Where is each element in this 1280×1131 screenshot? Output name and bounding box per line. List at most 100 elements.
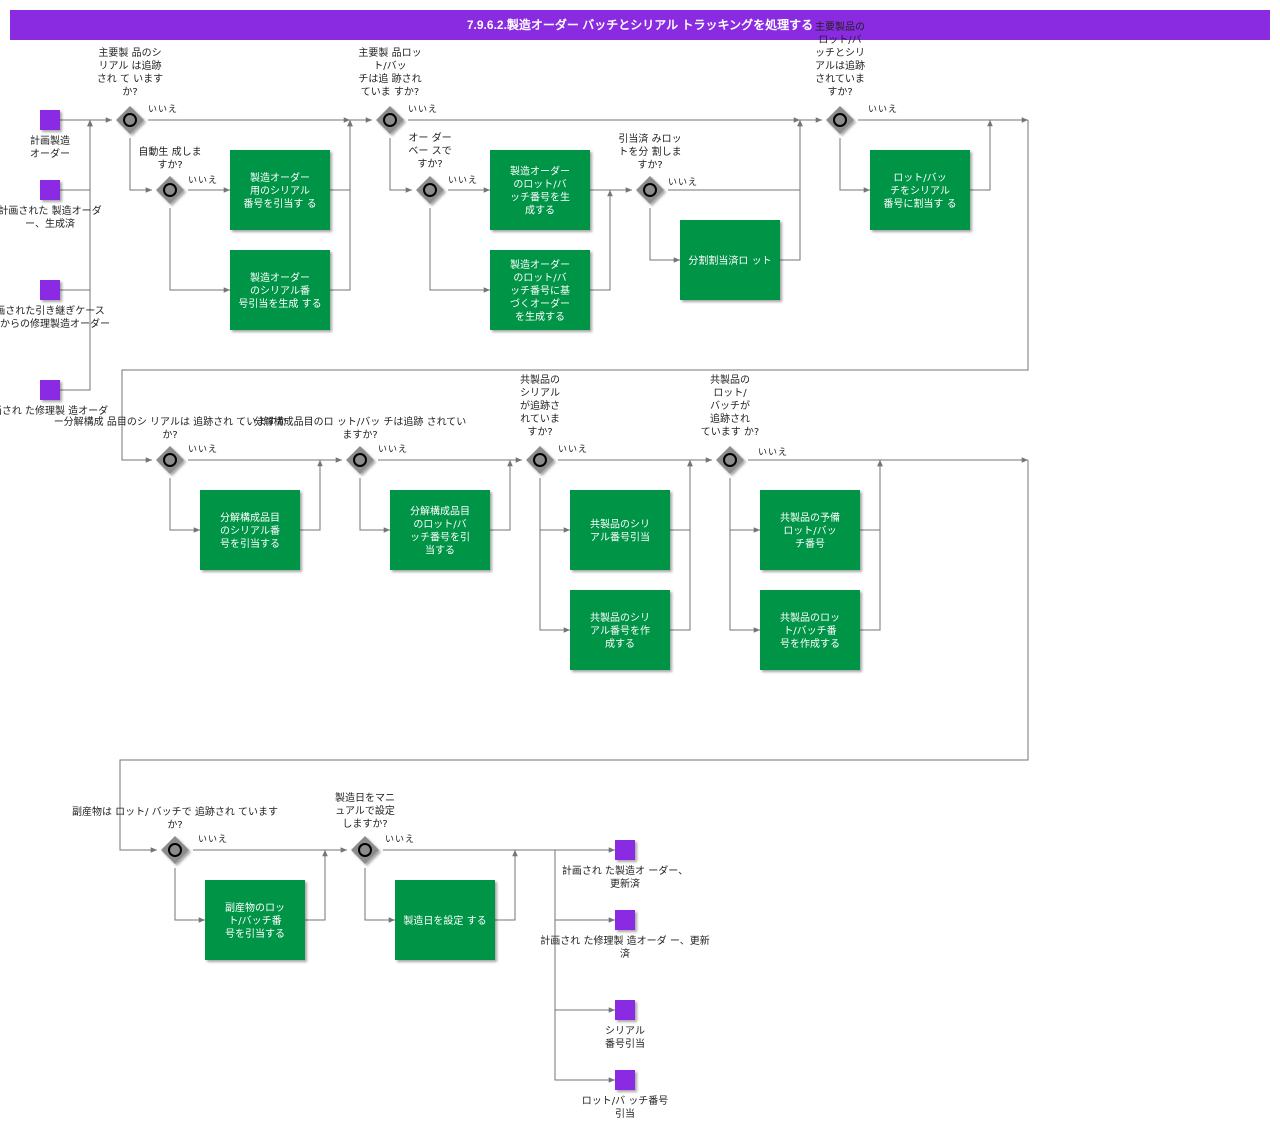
task-t10[interactable]: 共製品のシリアル番号を作成する — [570, 590, 670, 670]
gateway-no-label: いいえ — [188, 175, 218, 186]
sequence-flow — [169, 478, 200, 533]
gateway-diamond — [376, 106, 404, 134]
sequence-flow — [729, 478, 760, 633]
gateway-g3[interactable]: 主要製 品ロット/バッチは追 跡されていま すか?いいえ — [358, 46, 438, 134]
gateway-g1[interactable]: 主要製 品のシリアル は追跡され て いますか?いいえ — [97, 46, 178, 134]
event-square — [615, 910, 635, 930]
gateway-g9[interactable]: 共製品のシリアルが追跡されていますか?いいえ — [520, 373, 588, 474]
event-square — [40, 110, 60, 130]
gateway-diamond — [351, 836, 379, 864]
gateway-g10[interactable]: 共製品のロット/バッチが追跡されています か?いいえ — [701, 373, 788, 474]
task-box — [570, 590, 670, 670]
gateway-g2[interactable]: 自動生 成しますか?いいえ — [138, 145, 218, 204]
task-box — [760, 490, 860, 570]
gateway-no-label: いいえ — [408, 104, 438, 115]
sequence-flow — [860, 460, 883, 531]
gateway-diamond — [416, 176, 444, 204]
task-t13[interactable]: 副産物のロット/バッチ番号を引当する — [205, 880, 305, 960]
task-t14[interactable]: 製造日を設定 する — [395, 880, 495, 960]
sequence-flow — [129, 138, 152, 193]
task-t11[interactable]: 共製品の予備ロット/バッチ番号 — [760, 490, 860, 570]
sequence-flow — [539, 478, 570, 533]
sequence-flow — [554, 850, 615, 1083]
task-t3[interactable]: 製造オーダーのロット/バッチ番号を生成する — [490, 150, 590, 230]
gateway-marker — [723, 453, 737, 467]
task-box — [490, 250, 590, 330]
start-event-s3[interactable]: 画された引き継ぎケースクからの修理製造オーダー — [0, 280, 110, 330]
task-label: 共製品のシリアル番号引当 — [590, 518, 650, 544]
gateway-diamond — [161, 836, 189, 864]
task-t4[interactable]: 製造オーダーのロット/バッチ番号に基づくオーダーを生成する — [490, 250, 590, 330]
task-t12[interactable]: 共製品のロット/バッチ番号を作成する — [760, 590, 860, 670]
task-label: ロット/バッチをシリアル番号に割当す る — [883, 172, 956, 210]
gateway-marker — [833, 113, 847, 127]
gateway-no-label: いいえ — [868, 104, 898, 115]
gateway-marker — [533, 453, 547, 467]
sequence-flow — [119, 460, 1029, 853]
sequence-flow — [364, 868, 395, 923]
sequence-flow — [330, 120, 353, 291]
gateway-no-label: いいえ — [668, 177, 698, 188]
end-event-label: 計画され た修理製 造オーダ ー、更新済 — [540, 934, 709, 960]
gateway-marker — [163, 453, 177, 467]
event-square — [615, 1000, 635, 1020]
end-event-e4[interactable]: ロット/バ ッチ番号引当 — [582, 1070, 669, 1120]
end-event-e3[interactable]: シリアル番号引当 — [605, 1000, 645, 1050]
task-label: 製造オーダーのシリアル番号引当を生成 する — [238, 271, 321, 310]
gateway-g12[interactable]: 製造日をマニュアルで設定しますか?いいえ — [335, 791, 415, 864]
end-event-e1[interactable]: 計画され た製造オ ーダー、更新済 — [562, 840, 688, 890]
gateway-question: 製造日をマニュアルで設定しますか? — [335, 791, 395, 830]
gateway-g7[interactable]: ー分解構成 品目のシ リアルは 追跡され ていますかか? いいえ — [54, 415, 287, 474]
gateway-g11[interactable]: 副産物は ロット/ バッチで 追跡され ていますか?いいえ — [72, 805, 278, 864]
task-t2[interactable]: 製造オーダーのシリアル番号引当を生成 する — [230, 250, 330, 330]
gateway-no-label: いいえ — [448, 175, 478, 186]
task-t1[interactable]: 製造オーダー用のシリアル番号を引当す る — [230, 150, 330, 230]
gateway-marker — [168, 843, 182, 857]
sequence-flow — [590, 190, 613, 291]
gateway-g6[interactable]: 主要製品のロット/バッチとシリアルは追跡されていますか?いいえ — [815, 20, 898, 134]
task-t8[interactable]: 分解構成品目のロット/バッチ番号を引当する — [390, 490, 490, 570]
event-square — [40, 280, 60, 300]
sequence-flow — [330, 120, 353, 191]
gateway-question: ー分解構成 品目のシ リアルは 追跡され ていますかか? — [54, 415, 287, 441]
gateway-no-label: いいえ — [188, 444, 218, 455]
gateway-no-label: いいえ — [558, 444, 588, 455]
sequence-flow — [305, 850, 328, 921]
sequence-flow — [670, 460, 693, 631]
gateway-question: 副産物は ロット/ バッチで 追跡され ていますか? — [72, 805, 278, 831]
end-event-label: シリアル番号引当 — [605, 1026, 645, 1050]
sequence-flow — [729, 478, 760, 533]
event-square — [615, 840, 635, 860]
task-t5[interactable]: 分割割当済ロ ット — [680, 220, 780, 300]
start-event-s2[interactable]: 計画された 製造オーダー、生成済 — [0, 180, 102, 230]
gateway-marker — [358, 843, 372, 857]
task-label: 分割割当済ロ ット — [688, 254, 771, 267]
end-event-e2[interactable]: 計画され た修理製 造オーダ ー、更新済 — [540, 910, 710, 960]
gateway-g8[interactable]: 分解構成品目のロ ット/バッ チは追跡 されていますか?いいえ — [254, 415, 467, 474]
start-event-label: 計画製造オーダー — [30, 134, 70, 160]
start-event-s1[interactable]: 計画製造オーダー — [30, 110, 70, 160]
task-box — [870, 150, 970, 230]
sequence-flow — [780, 120, 803, 261]
task-t7[interactable]: 分解構成品目のシリアル番号を引当する — [200, 490, 300, 570]
event-square — [40, 180, 60, 200]
gateway-question: 主要製 品のシリアル は追跡され て いますか? — [97, 46, 163, 98]
gateway-question: 引当済 みロットを分 割しますか? — [618, 132, 681, 171]
task-label: 製造オーダーのロット/バッチ番号を生成する — [510, 165, 570, 217]
sequence-flow — [300, 460, 323, 531]
sequence-flow — [495, 850, 518, 921]
task-label: 共製品の予備ロット/バッチ番号 — [780, 511, 840, 550]
task-box — [230, 150, 330, 230]
gateway-g4[interactable]: オー ダーベー スですか?いいえ — [408, 131, 478, 204]
gateway-marker — [423, 183, 437, 197]
gateway-g5[interactable]: 引当済 みロットを分 割しますか? いいえ — [618, 132, 698, 204]
task-label: 製造オーダーのロット/バッチ番号に基づくオーダーを生成する — [510, 258, 570, 323]
task-box — [760, 590, 860, 670]
task-t6[interactable]: ロット/バッチをシリアル番号に割当す る — [870, 150, 970, 230]
gateway-marker — [383, 113, 397, 127]
start-event-s4[interactable]: 画され た修理製 造オーダ — [0, 380, 108, 417]
start-event-label: 計画された 製造オーダー、生成済 — [0, 204, 102, 230]
task-t9[interactable]: 共製品のシリアル番号引当 — [570, 490, 670, 570]
task-label: 分解構成品目のロット/バッチ番号を引当する — [410, 505, 470, 557]
